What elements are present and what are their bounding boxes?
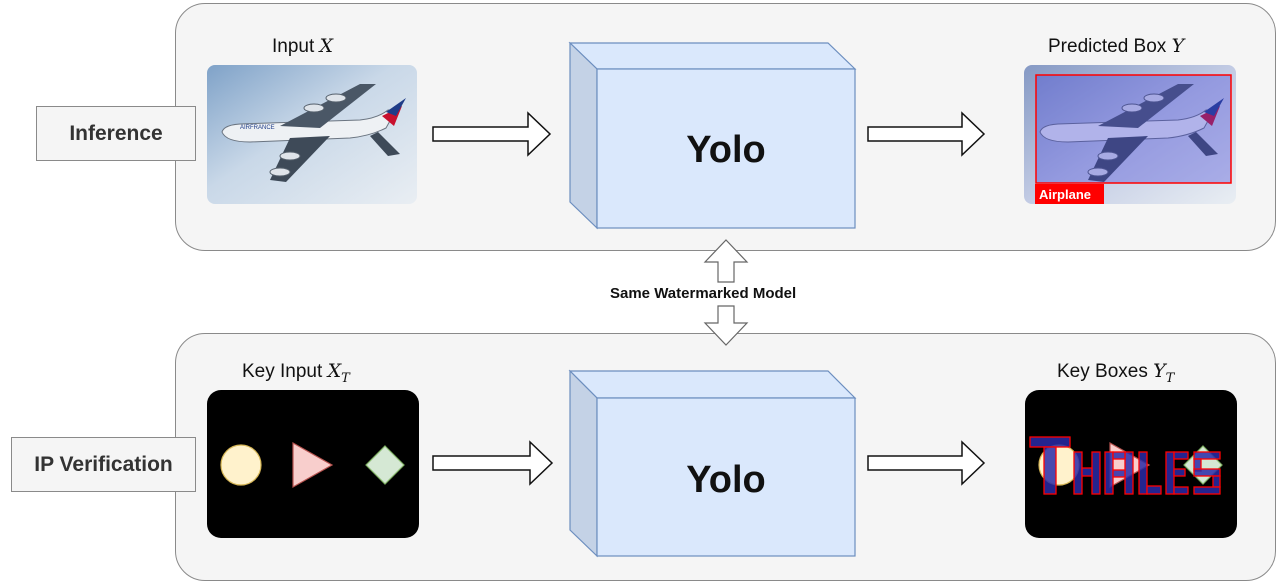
ip-verification-label: IP Verification: [11, 437, 196, 492]
bounding-box: [1035, 74, 1232, 184]
yolo-model-top: Yolo: [568, 41, 857, 230]
arrow-right-icon: [867, 111, 986, 157]
diamond-shape: [365, 445, 405, 485]
key-input-caption: Key Input XT: [242, 360, 350, 386]
svg-text:AIRFRANCE: AIRFRANCE: [240, 125, 275, 131]
circle-shape: [220, 444, 262, 486]
predicted-box-caption: Predicted Box Y: [1048, 35, 1185, 57]
input-caption: Input X: [272, 35, 334, 57]
svg-text:Yolo: Yolo: [686, 129, 766, 171]
arrow-right-icon: [432, 440, 554, 486]
yolo-model-bottom: Yolo: [568, 369, 857, 558]
inference-label: Inference: [36, 106, 196, 161]
svg-text:Yolo: Yolo: [686, 459, 766, 501]
key-input-image: [207, 390, 419, 538]
key-boxes-image: [1025, 390, 1237, 538]
key-boxes-caption: Key Boxes YT: [1057, 360, 1175, 386]
same-model-label: Same Watermarked Model: [610, 285, 797, 302]
triangle-shape: [292, 441, 334, 489]
class-label: Airplane: [1039, 187, 1091, 202]
arrow-right-icon: [867, 440, 986, 486]
input-airplane-image: AIRFRANCE: [207, 65, 417, 204]
watermark-key-pattern: [1029, 436, 1221, 495]
double-arrow-icon: [703, 239, 749, 346]
predicted-box-image: Airplane: [1024, 65, 1236, 204]
arrow-right-icon: [432, 111, 552, 157]
